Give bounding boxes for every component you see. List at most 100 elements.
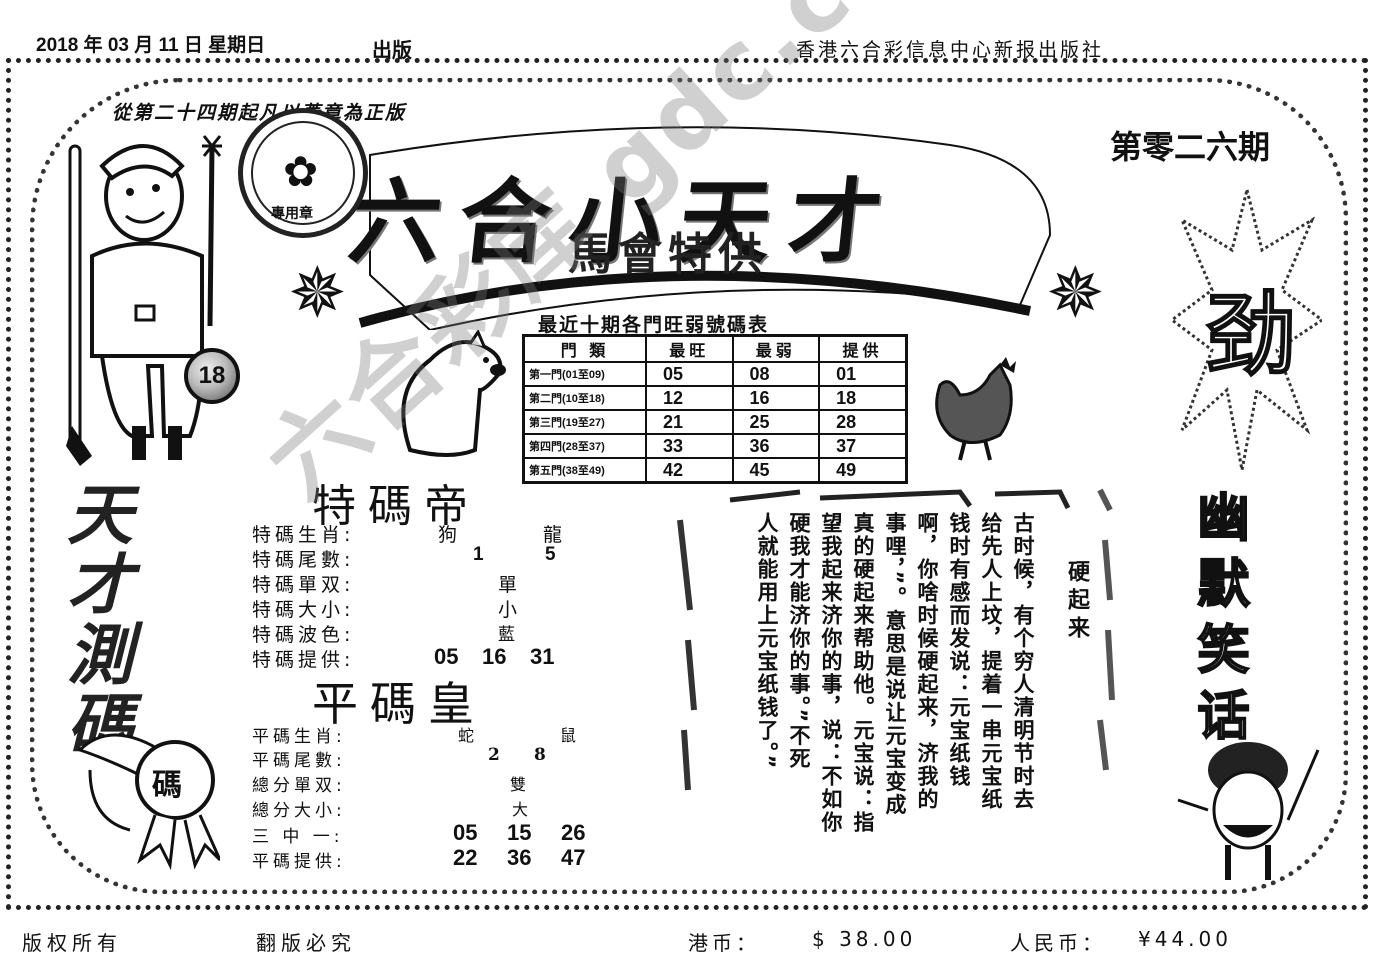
regular-tail-value: 8: [534, 745, 546, 765]
cold-number: 08: [731, 361, 821, 387]
zone-name: 第三門(19至27): [522, 409, 647, 435]
poem-title: 硬起来: [1064, 560, 1089, 644]
pick-number: 01: [818, 361, 908, 387]
official-stamp: ✿ 專用章: [238, 108, 368, 238]
hot-number: 21: [645, 409, 734, 435]
badge-character: 碼: [152, 768, 182, 803]
zone-name: 第五門(38至49): [522, 457, 647, 484]
cold-number: 36: [731, 433, 821, 459]
regular-tail-value: 2: [488, 745, 500, 765]
table-row: 第五門(38至49) 42 45 49: [522, 457, 908, 484]
cold-number: 45: [731, 457, 821, 484]
regular-tail-label: 平碼尾數:: [252, 751, 346, 771]
hkd-price: $ 38.00: [812, 927, 917, 951]
poem-column: 给先人上坟，提着一串元宝纸: [979, 512, 1003, 811]
poem-column: 人就能用上元宝纸钱了。”: [755, 512, 779, 771]
pick-number: 18: [818, 385, 908, 411]
number-ball: 18: [184, 348, 240, 404]
pig-illustration: [401, 330, 506, 457]
hkd-label: 港币：: [688, 931, 760, 955]
column-header: 最弱: [731, 334, 821, 363]
publisher-name: 香港六合彩信息中心新报出版社: [796, 39, 1105, 61]
special-zodiac-value: 狗: [438, 524, 458, 546]
special-section-title: 特碼帝: [312, 481, 480, 532]
regular-zodiac-value: 蛇: [458, 726, 475, 745]
published-label: 出版: [372, 40, 412, 62]
special-color-label: 特碼波色:: [252, 624, 355, 646]
special-color-value: 藍: [498, 625, 515, 645]
total-size-value: 大: [512, 800, 529, 819]
poem-column: 钱时有感而发说：元宝纸钱: [947, 512, 971, 788]
pirate-illustration: [1177, 742, 1320, 880]
total-oddeven-label: 總分單双:: [252, 776, 346, 796]
total-size-label: 總分大小:: [252, 801, 346, 821]
piracy-warning: 翻版必究: [256, 931, 356, 955]
column-header: 提供: [818, 334, 908, 363]
hot-number: 33: [645, 433, 734, 459]
cold-number: 25: [731, 409, 821, 435]
flower-icon: ✿: [283, 147, 319, 196]
regular-pick-value: 47: [561, 845, 586, 870]
stamp-ring: [251, 121, 355, 225]
hunter-illustration: [66, 135, 222, 466]
hot-number: 42: [645, 457, 734, 484]
three-hit-one-value: 05: [453, 820, 478, 845]
zone-table: 門 類 最旺 最弱 提供 第一門(01至09) 05 08 01 第二門(10至…: [522, 334, 908, 484]
banner-scroll: [358, 126, 1052, 330]
regular-section-title: 平碼皇: [312, 677, 486, 731]
zone-name: 第四門(28至37): [522, 433, 647, 459]
regular-pick-value: 36: [507, 845, 532, 870]
column-header: 最旺: [645, 334, 734, 363]
compass-star-icon: ✵: [288, 252, 347, 334]
hot-number: 05: [645, 361, 734, 387]
inner-dotted-border: [30, 78, 1348, 894]
poem-column: 硬我才能济你的事。”不死: [787, 512, 811, 771]
compass-star-icon: ✵: [1046, 252, 1105, 334]
table-row: 第四門(28至37) 33 36 37: [522, 433, 908, 459]
special-zodiac-value: 龍: [543, 524, 563, 546]
poem-column: 啊，你啥时候硬起来，济我的: [915, 512, 939, 811]
special-oddeven-label: 特碼單双:: [252, 574, 355, 596]
pick-number: 49: [818, 457, 908, 484]
rooster-illustration: [935, 357, 1016, 461]
brush-frame: [677, 488, 1115, 791]
mascot-with-badge: 碼: [70, 720, 222, 871]
right-slogan: 幽默笑话: [1187, 489, 1250, 755]
zone-name: 第二門(10至18): [522, 385, 647, 411]
copyright-text: 版权所有: [22, 931, 122, 955]
special-tail-label: 特碼尾數:: [252, 549, 355, 571]
total-oddeven-value: 雙: [510, 775, 527, 794]
three-hit-one-label: 三 中 一:: [252, 827, 344, 847]
issue-date: 2018 年 03 月 11 日 星期日: [36, 35, 266, 56]
outer-dotted-border: [6, 58, 1368, 910]
special-pick-value: 05: [434, 644, 459, 669]
poem-column: 古时候，有个穷人清明节时去: [1011, 512, 1035, 811]
column-header: 門 類: [522, 334, 647, 363]
special-size-value: 小: [498, 599, 518, 621]
banner-subtitle: 馬會特供: [568, 229, 768, 280]
regular-zodiac-label: 平碼生肖:: [252, 727, 346, 747]
special-zodiac-label: 特碼生肖:: [252, 524, 355, 546]
rmb-price: ¥44.00: [1138, 927, 1232, 951]
rmb-label: 人民币：: [1010, 931, 1106, 955]
pick-number: 37: [818, 433, 908, 459]
special-tail-value: 5: [545, 544, 556, 565]
hot-number: 12: [645, 385, 734, 411]
table-row: 第一門(01至09) 05 08 01: [522, 361, 908, 387]
poem-column: 真的硬起来帮助他。元宝说：指: [851, 512, 875, 834]
poem-column: 望我起来济你的事，说：不如你: [819, 512, 843, 834]
issue-number: 第零二六期: [1110, 128, 1271, 166]
regular-zodiac-value: 鼠: [560, 726, 577, 745]
burst-character: 劲: [1205, 281, 1297, 389]
mascot-illustration: [77, 733, 222, 871]
cold-number: 16: [731, 385, 821, 411]
zone-name: 第一門(01至09): [522, 361, 647, 387]
zone-table-title: 最近十期各門旺弱號碼表: [538, 314, 770, 336]
table-header-row: 門 類 最旺 最弱 提供: [522, 334, 908, 363]
special-pick-value: 31: [530, 644, 555, 669]
regular-pick-value: 22: [453, 845, 478, 870]
poem-column: 事哩，”。意思是说让元宝变成: [883, 512, 907, 817]
special-tail-value: 1: [473, 544, 484, 565]
special-pick-label: 特碼提供:: [252, 649, 355, 671]
stamp-text: 專用章: [271, 206, 313, 222]
